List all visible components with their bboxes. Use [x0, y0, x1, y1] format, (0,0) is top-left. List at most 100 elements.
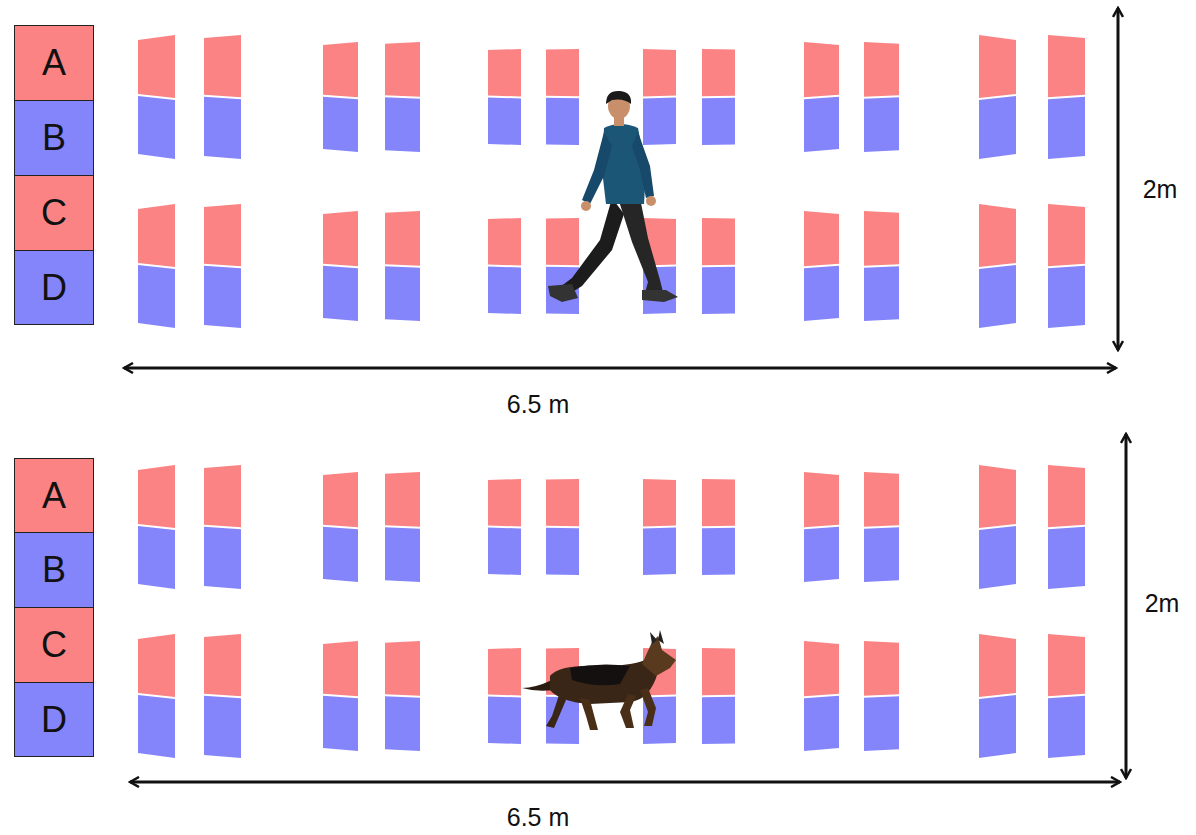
sensor-panels — [138, 35, 1085, 758]
sensor-tile — [323, 211, 358, 266]
sensor-tile — [702, 648, 735, 695]
sensor-tile — [488, 648, 521, 695]
person-figure — [548, 91, 678, 302]
row-letter: B — [42, 552, 66, 588]
sensor-tile — [204, 696, 241, 758]
sensor-tile — [864, 211, 899, 266]
sensor-tile — [1048, 634, 1085, 696]
sensor-tile — [804, 211, 839, 266]
sensor-tile — [546, 49, 579, 96]
sensor-tile — [546, 528, 579, 575]
letter-box: A — [14, 25, 94, 101]
sensor-tile — [204, 465, 241, 527]
sensor-tile — [804, 527, 839, 582]
sensor-tile — [488, 98, 521, 145]
height-arrow — [1117, 8, 1120, 350]
sensor-tile — [979, 96, 1016, 159]
sensor-tile — [385, 266, 420, 321]
row-letter: A — [42, 478, 66, 514]
sensor-tile — [138, 204, 175, 267]
letter-box: A — [14, 458, 94, 533]
sensor-tile — [546, 218, 579, 265]
sensor-tile — [979, 35, 1016, 98]
sensor-tile — [488, 528, 521, 575]
sensor-tile — [864, 641, 899, 696]
sensor-tile — [864, 97, 899, 152]
sensor-tile — [804, 696, 839, 751]
sensor-tile — [488, 697, 521, 744]
letter-box: B — [14, 100, 94, 176]
dimension-label: 6.5 m — [504, 804, 573, 832]
sensor-tile — [488, 49, 521, 96]
sensor-tile — [979, 265, 1016, 328]
sensor-tile — [488, 479, 521, 526]
letter-box: D — [14, 682, 94, 757]
sensor-tile — [323, 641, 358, 696]
sensor-tile — [204, 634, 241, 696]
sensor-tile — [138, 35, 175, 98]
letter-box: C — [14, 175, 94, 251]
sensor-tile — [385, 42, 420, 97]
sensor-tile — [864, 696, 899, 751]
sensor-tile — [702, 697, 735, 744]
sensor-tile — [979, 695, 1016, 758]
sensor-tile — [385, 527, 420, 582]
sensor-tile — [643, 528, 676, 575]
sensor-tile — [323, 696, 358, 751]
sensor-tile — [323, 266, 358, 321]
row-letter: A — [42, 45, 66, 81]
sensor-tile — [864, 472, 899, 527]
sensor-tile — [323, 472, 358, 527]
sensor-tile — [323, 42, 358, 97]
sensor-tile — [804, 42, 839, 97]
sensor-tile — [804, 641, 839, 696]
letter-box: D — [14, 250, 94, 325]
dimension-label: 2m — [1142, 590, 1183, 618]
sensor-tile — [385, 97, 420, 152]
row-letter: C — [41, 627, 67, 663]
sensor-tile — [546, 267, 579, 314]
sensor-tile — [643, 49, 676, 96]
sensor-tile — [546, 479, 579, 526]
sensor-tile — [804, 472, 839, 527]
sensor-tile — [488, 218, 521, 265]
row-letter: D — [41, 702, 67, 738]
sensor-tile — [804, 266, 839, 321]
sensor-tile — [138, 695, 175, 758]
sensor-tile — [1048, 696, 1085, 758]
sensor-tile — [323, 97, 358, 152]
sensor-tile — [385, 696, 420, 751]
sensor-tile — [138, 96, 175, 159]
dimension-label: 2m — [1140, 176, 1181, 204]
sensor-tile — [1048, 527, 1085, 589]
sensor-tile — [702, 528, 735, 575]
sensor-tile — [979, 465, 1016, 528]
sensor-tile — [864, 266, 899, 321]
sensor-tile — [979, 634, 1016, 697]
sensor-tile — [979, 526, 1016, 589]
sensor-tile — [1048, 204, 1085, 266]
sensor-tile — [702, 98, 735, 145]
sensor-tile — [385, 472, 420, 527]
sensor-tile — [804, 97, 839, 152]
sensor-tile — [385, 641, 420, 696]
sensor-tile — [385, 211, 420, 266]
sensor-tile — [204, 97, 241, 159]
letter-box: C — [14, 607, 94, 683]
row-letter: D — [41, 270, 67, 306]
sensor-tile — [138, 465, 175, 528]
sensor-tile — [323, 527, 358, 582]
row-letter: C — [41, 195, 67, 231]
row-letter: B — [42, 120, 66, 156]
sensor-tile — [488, 267, 521, 314]
sensor-tile — [1048, 465, 1085, 527]
sensor-tile — [138, 526, 175, 589]
sensor-tile — [138, 634, 175, 697]
sensor-tile — [204, 266, 241, 328]
sensor-tile — [702, 49, 735, 96]
width-arrow — [130, 781, 1120, 784]
sensor-tile — [702, 218, 735, 265]
sensor-tile — [138, 265, 175, 328]
sensor-tile — [204, 204, 241, 266]
